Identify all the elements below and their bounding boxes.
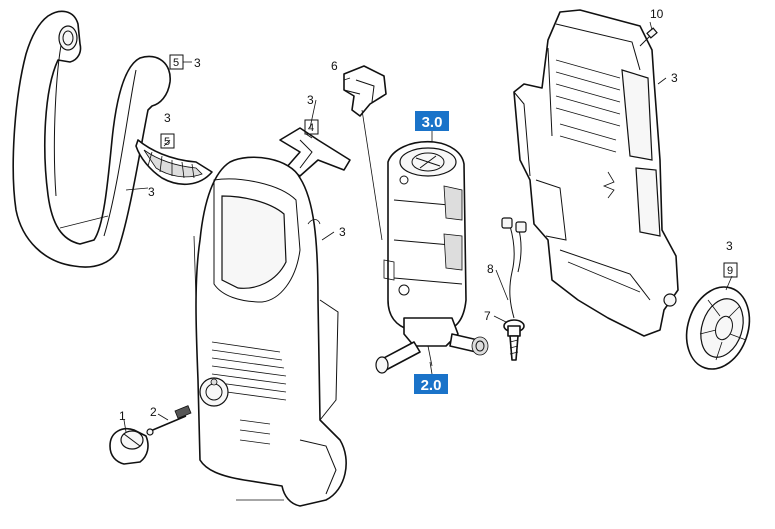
screw-fitting-part — [503, 319, 525, 361]
callout-5-box-grip — [160, 133, 175, 149]
callout-2: 2 — [150, 405, 157, 419]
callout-5-grip: 5 — [164, 136, 170, 148]
badge-motor-unit-label: 2.0 — [421, 377, 442, 394]
shaft-part — [146, 405, 192, 436]
callout-3-rear: 3 — [671, 71, 678, 85]
front-housing-part — [193, 156, 347, 507]
handle-part — [12, 10, 171, 268]
callout-7: 7 — [484, 309, 491, 323]
screw-part — [639, 27, 658, 47]
callout-9-box — [723, 262, 738, 278]
badge-pump-unit[interactable]: 3.0 — [415, 111, 449, 131]
rear-housing-part — [513, 9, 679, 337]
leader-lines — [123, 21, 733, 433]
outlet-connector — [375, 341, 421, 374]
callout-5-top: 5 — [173, 57, 179, 69]
badge-pump-unit-label: 3.0 — [422, 114, 443, 131]
callout-5-box-top — [169, 54, 184, 70]
callout-3-bracket: 3 — [307, 93, 314, 107]
callout-3-front: 3 — [339, 225, 346, 239]
callout-4-box — [304, 119, 319, 135]
callout-3-handle: 3 — [194, 56, 201, 70]
callout-3-wheel: 3 — [726, 239, 733, 253]
callout-labels: 1 2 3 3 3 3 3 3 3 4 5 5 6 7 8 9 10 — [119, 7, 738, 423]
callout-10: 10 — [650, 7, 664, 21]
callout-6: 6 — [331, 59, 338, 73]
pump-motor-unit — [375, 140, 489, 374]
callout-9: 9 — [727, 265, 733, 277]
callout-8: 8 — [487, 262, 494, 276]
clip-part — [343, 65, 387, 117]
callout-4: 4 — [308, 122, 314, 134]
callout-1: 1 — [119, 409, 126, 423]
inlet-connector — [449, 333, 489, 356]
switch-knob-part — [109, 428, 149, 465]
callout-3-grip: 3 — [164, 111, 171, 125]
callout-3-handle-side: 3 — [148, 185, 155, 199]
rear-vents — [555, 59, 621, 153]
power-cable-part — [501, 217, 527, 319]
grip-insert-part — [135, 139, 213, 185]
badge-motor-unit[interactable]: 2.0 — [414, 374, 448, 394]
wheel-part — [685, 286, 751, 370]
